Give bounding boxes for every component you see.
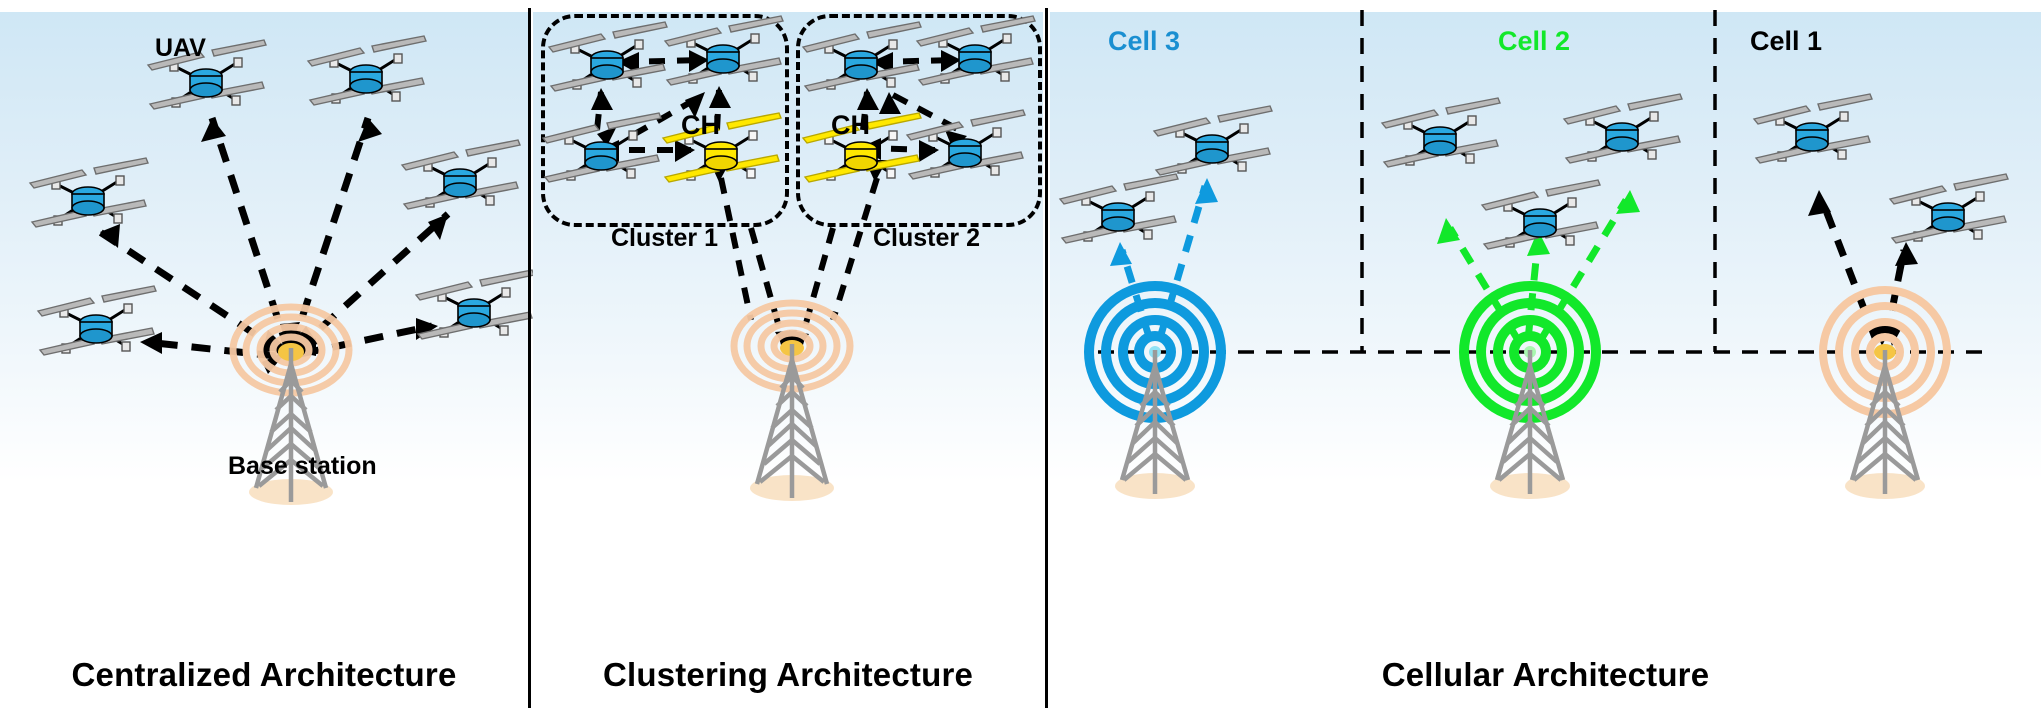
base-station-cell-1 xyxy=(1790,280,1980,510)
cluster-2-label: Cluster 2 xyxy=(873,224,980,252)
panel-clustering: CH CH Cluster 1 Cluster 2 Clustering Arc… xyxy=(533,0,1043,708)
uav-drone xyxy=(1752,93,1873,176)
panel-divider-2 xyxy=(1045,8,1048,708)
uav-drone xyxy=(28,157,149,240)
uav-drone xyxy=(663,15,784,98)
base-station xyxy=(697,288,887,518)
uav-label: UAV xyxy=(155,34,206,62)
uav-drone xyxy=(400,139,521,222)
base-station xyxy=(196,292,386,522)
cell-3-label: Cell 3 xyxy=(1108,26,1181,56)
base-station-label: Base station xyxy=(228,452,377,480)
uav-drone xyxy=(1480,179,1601,262)
uav-drone xyxy=(1380,97,1501,180)
base-station-cell-2 xyxy=(1435,280,1625,510)
uav-drone xyxy=(1888,173,2009,256)
uav-drone xyxy=(146,39,267,122)
uav-drone xyxy=(915,15,1036,98)
cluster-1-boundary xyxy=(541,14,789,227)
cluster-head-label-1: CH xyxy=(681,110,720,140)
uav-drone xyxy=(306,35,427,118)
panel-divider-1 xyxy=(528,8,531,708)
panel-cellular: Cell 3 Cell 2 Cell 1 Cellular Architectu… xyxy=(1050,0,2041,708)
panel-title-clustering: Clustering Architecture xyxy=(602,656,974,693)
uav-drone xyxy=(541,112,662,195)
panel-centralized: UAV Base station Centralized Architectur… xyxy=(0,0,535,708)
uav-drone xyxy=(36,285,157,368)
panel-title-cellular: Cellular Architecture xyxy=(1381,656,1710,693)
uav-drone xyxy=(801,21,922,104)
uav-drone xyxy=(1152,105,1273,188)
cluster-head-drone xyxy=(801,112,922,195)
cluster-head-drone xyxy=(661,112,782,195)
uav-drone xyxy=(905,109,1026,192)
base-station-cell-3 xyxy=(1060,280,1250,510)
cluster-head-label-2: CH xyxy=(831,110,870,140)
uav-drone xyxy=(1562,93,1683,176)
cell-1-label: Cell 1 xyxy=(1750,26,1823,56)
cluster-2-boundary xyxy=(796,14,1042,227)
cluster-1-label: Cluster 1 xyxy=(611,224,718,252)
uav-drone xyxy=(414,269,535,352)
uav-drone xyxy=(1058,173,1179,256)
uav-drone xyxy=(547,21,668,104)
cell-2-label: Cell 2 xyxy=(1498,26,1571,56)
panel-title-centralized: Centralized Architecture xyxy=(71,656,457,693)
